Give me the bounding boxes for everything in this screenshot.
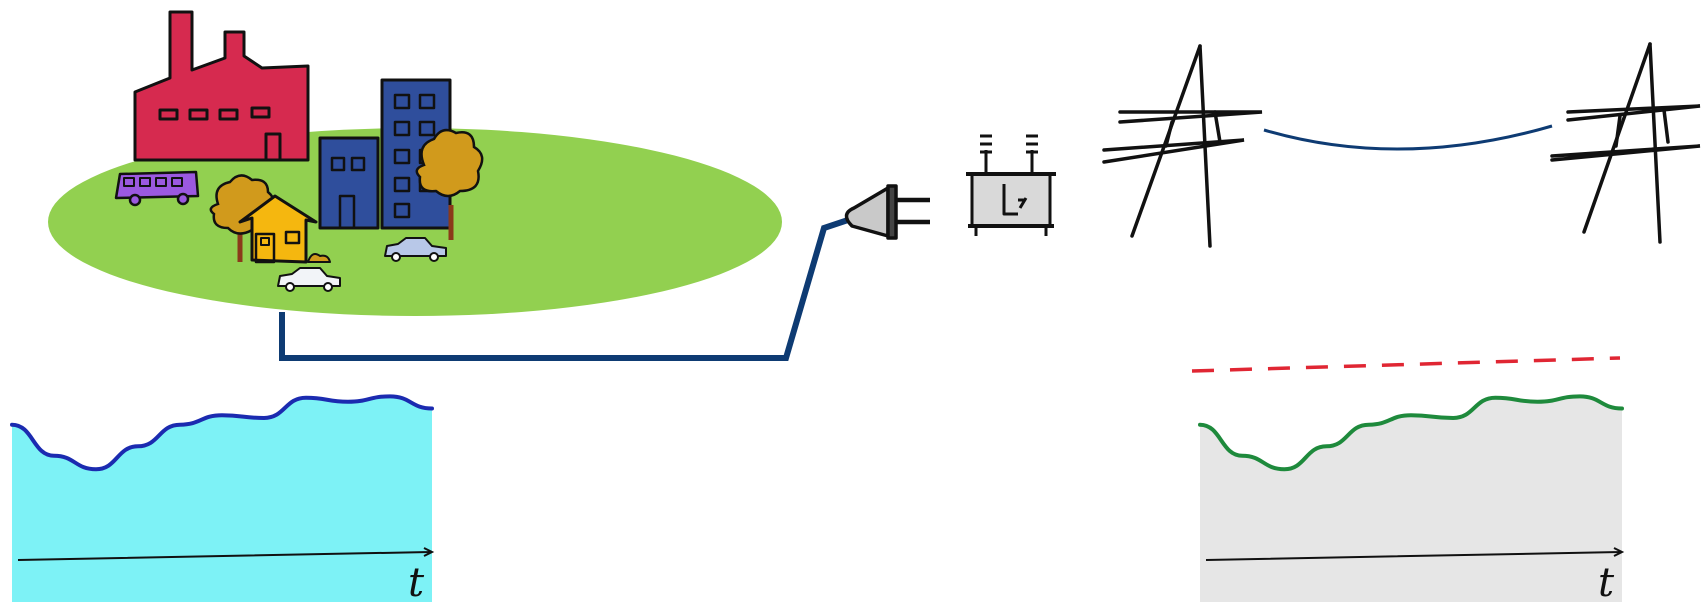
factory-icon xyxy=(133,10,310,162)
left-load-profile-chart: t xyxy=(10,394,435,602)
cable-and-plug xyxy=(279,184,930,361)
load-area xyxy=(12,396,432,602)
load-curve xyxy=(10,394,434,472)
capacity-limit-line xyxy=(1191,356,1621,373)
time-axis xyxy=(17,547,435,561)
tree-icon xyxy=(415,128,484,240)
bus-icon xyxy=(114,170,200,207)
power-pylon-icon xyxy=(1550,42,1701,244)
time-axis-label: t xyxy=(1598,560,1615,602)
car-icon xyxy=(277,267,341,292)
cable xyxy=(279,217,849,361)
time-axis xyxy=(1205,547,1625,561)
transformer-icon xyxy=(966,134,1056,236)
power-line xyxy=(1263,124,1553,151)
town-illustration xyxy=(48,10,782,316)
time-axis-label: t xyxy=(408,560,425,602)
plug-icon xyxy=(844,184,930,240)
right-load-profile-chart: t xyxy=(1191,356,1625,602)
house-icon xyxy=(238,194,331,264)
load-curve xyxy=(1198,394,1624,472)
load-area xyxy=(1200,396,1622,602)
power-pylon-icon xyxy=(1102,44,1263,248)
car-icon xyxy=(384,237,447,262)
